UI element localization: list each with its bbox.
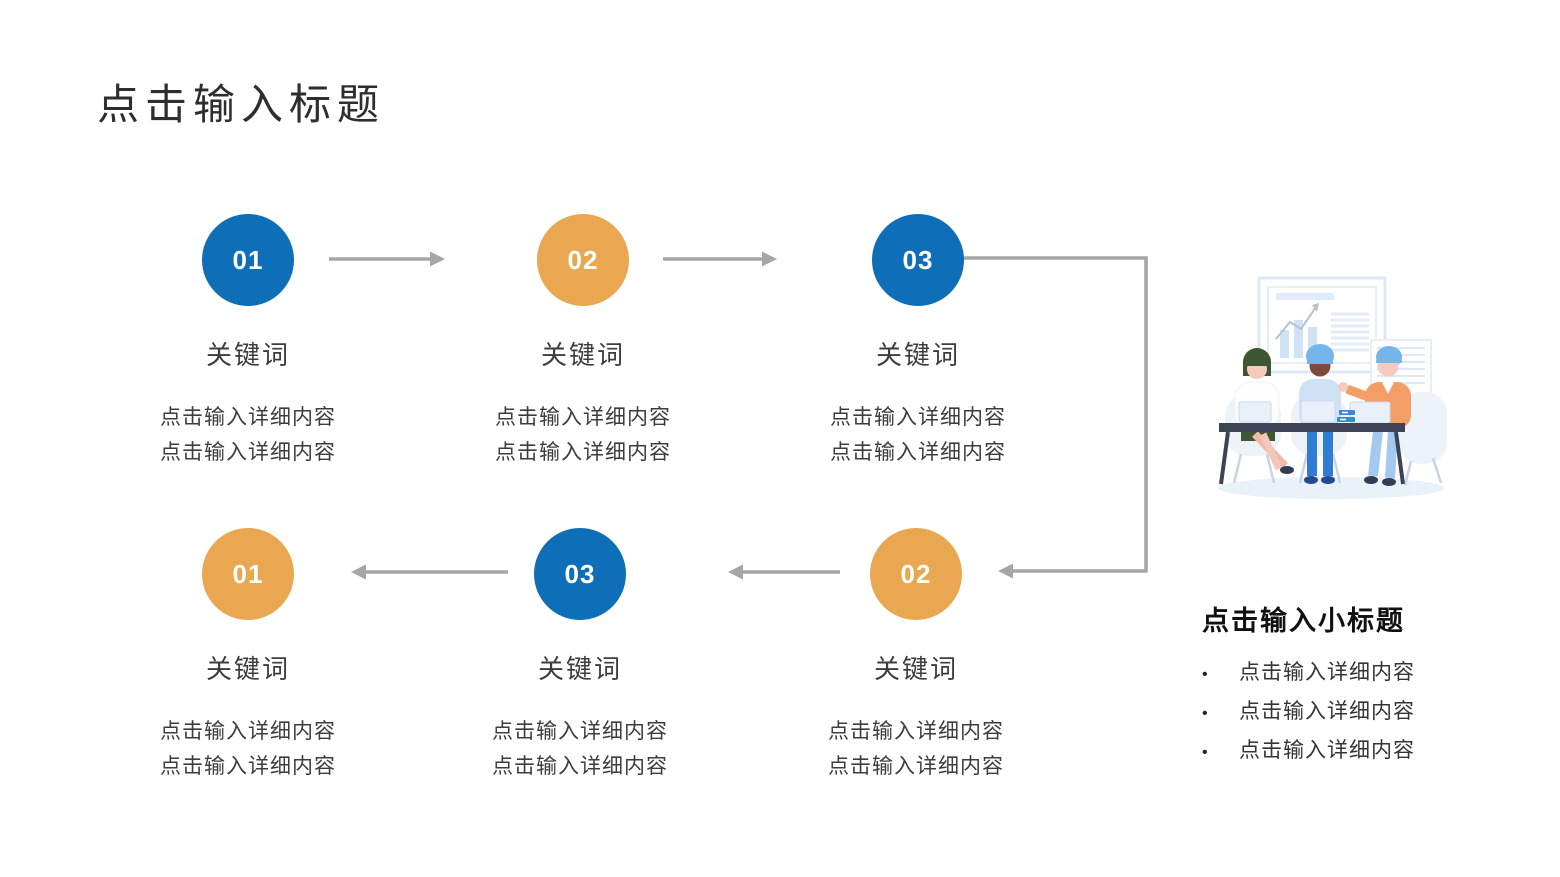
step-number-badge: 01 bbox=[202, 214, 294, 306]
step-detail-line[interactable]: 点击输入详细内容 bbox=[160, 406, 336, 429]
step-node-2: 02 关键词 点击输入详细内容 点击输入详细内容 bbox=[443, 214, 723, 470]
people-lower bbox=[1241, 428, 1398, 486]
step-node-3: 03 关键词 点击输入详细内容 点击输入详细内容 bbox=[778, 214, 1058, 470]
step-keyword-placeholder[interactable]: 关键词 bbox=[540, 340, 625, 370]
step-number-badge: 01 bbox=[202, 528, 294, 620]
step-node-6: 02 关键词 点击输入详细内容 点击输入详细内容 bbox=[776, 528, 1056, 784]
step-details: 点击输入详细内容 点击输入详细内容 bbox=[778, 400, 1058, 470]
step-number: 01 bbox=[232, 244, 264, 275]
bullet-dot-icon: • bbox=[1202, 744, 1209, 761]
step-number-badge: 03 bbox=[534, 528, 626, 620]
step-detail-line[interactable]: 点击输入详细内容 bbox=[160, 755, 336, 778]
step-keyword-placeholder[interactable]: 关键词 bbox=[537, 654, 622, 684]
bullet-item[interactable]: • 点击输入详细内容 bbox=[1202, 732, 1552, 771]
step-details: 点击输入详细内容 点击输入详细内容 bbox=[108, 714, 388, 784]
step-keyword-placeholder[interactable]: 关键词 bbox=[205, 654, 290, 684]
step-number: 02 bbox=[567, 244, 599, 275]
step-number: 01 bbox=[232, 558, 264, 589]
people-upper bbox=[1234, 344, 1411, 431]
side-subtitle-placeholder[interactable]: 点击输入小标题 bbox=[1202, 606, 1405, 636]
step-detail-line[interactable]: 点击输入详细内容 bbox=[828, 720, 1004, 743]
step-details: 点击输入详细内容 点击输入详细内容 bbox=[440, 714, 720, 784]
bullet-item[interactable]: • 点击输入详细内容 bbox=[1202, 693, 1552, 732]
side-bullet-list: • 点击输入详细内容 • 点击输入详细内容 • 点击输入详细内容 bbox=[1202, 654, 1552, 771]
step-detail-line[interactable]: 点击输入详细内容 bbox=[828, 755, 1004, 778]
step-details: 点击输入详细内容 点击输入详细内容 bbox=[776, 714, 1056, 784]
step-detail-line[interactable]: 点击输入详细内容 bbox=[495, 406, 671, 429]
slide-title-placeholder[interactable]: 点击输入标题 bbox=[97, 81, 386, 128]
step-node-5: 03 关键词 点击输入详细内容 点击输入详细内容 bbox=[440, 528, 720, 784]
step-number-badge: 02 bbox=[537, 214, 629, 306]
step-number: 03 bbox=[564, 558, 596, 589]
bullet-item[interactable]: • 点击输入详细内容 bbox=[1202, 654, 1552, 693]
step-detail-line[interactable]: 点击输入详细内容 bbox=[830, 406, 1006, 429]
step-number-badge: 03 bbox=[872, 214, 964, 306]
bullet-text: 点击输入详细内容 bbox=[1239, 700, 1415, 723]
step-details: 点击输入详细内容 点击输入详细内容 bbox=[443, 400, 723, 470]
bullet-text: 点击输入详细内容 bbox=[1239, 739, 1415, 762]
team-meeting-illustration bbox=[1218, 276, 1447, 499]
step-detail-line[interactable]: 点击输入详细内容 bbox=[160, 441, 336, 464]
bullet-dot-icon: • bbox=[1202, 705, 1209, 722]
step-number: 03 bbox=[902, 244, 934, 275]
step-number: 02 bbox=[900, 558, 932, 589]
step-detail-line[interactable]: 点击输入详细内容 bbox=[160, 720, 336, 743]
step-details: 点击输入详细内容 点击输入详细内容 bbox=[108, 400, 388, 470]
step-node-4: 01 关键词 点击输入详细内容 点击输入详细内容 bbox=[108, 528, 388, 784]
step-detail-line[interactable]: 点击输入详细内容 bbox=[492, 720, 668, 743]
step-keyword-placeholder[interactable]: 关键词 bbox=[875, 340, 960, 370]
step-keyword-placeholder[interactable]: 关键词 bbox=[873, 654, 958, 684]
step-detail-line[interactable]: 点击输入详细内容 bbox=[495, 441, 671, 464]
step-keyword-placeholder[interactable]: 关键词 bbox=[205, 340, 290, 370]
step-detail-line[interactable]: 点击输入详细内容 bbox=[830, 441, 1006, 464]
step-detail-line[interactable]: 点击输入详细内容 bbox=[492, 755, 668, 778]
bullet-dot-icon: • bbox=[1202, 666, 1209, 683]
bullet-text: 点击输入详细内容 bbox=[1239, 661, 1415, 684]
step-number-badge: 02 bbox=[870, 528, 962, 620]
meeting-table bbox=[1219, 410, 1405, 485]
step-node-1: 01 关键词 点击输入详细内容 点击输入详细内容 bbox=[108, 214, 388, 470]
